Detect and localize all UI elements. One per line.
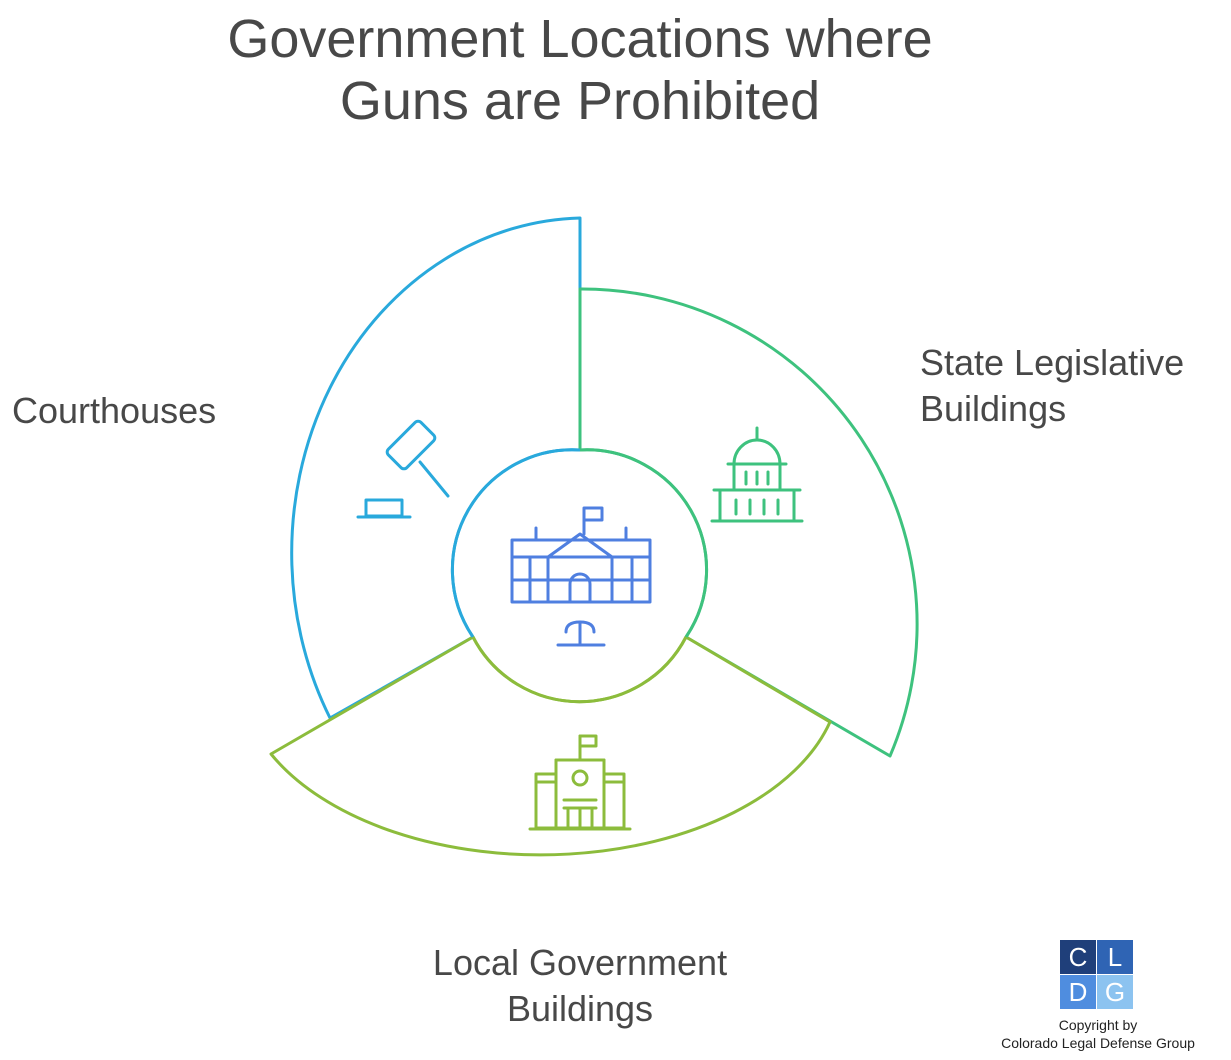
local-government-segment [269,635,832,857]
logo-letter-g: G [1097,975,1133,1009]
title-line-2: Guns are Prohibited [339,71,821,131]
page-title: Government Locations where Guns are Proh… [0,8,1160,132]
state-legislative-line-1: State Legislative [920,342,1185,383]
state-legislative-line-2: Buildings [920,388,1067,429]
logo-letter-l: L [1097,940,1133,974]
copyright-line-2: Colorado Legal Defense Group [1001,1035,1195,1051]
copyright-notice: Copyright by Colorado Legal Defense Grou… [960,1016,1231,1052]
copyright-line-1: Copyright by [1058,1017,1138,1033]
title-line-1: Government Locations where [227,9,933,69]
center-circle-right [579,448,709,638]
local-government-label: Local Government Buildings [380,940,780,1032]
local-government-line-2: Buildings [506,988,654,1029]
local-government-line-1: Local Government [432,942,728,983]
state-legislative-label: State Legislative Buildings [920,340,1184,432]
logo-letter-d: D [1060,975,1096,1009]
center-circle-bottom [471,636,688,704]
town-hall-icon [528,734,632,831]
logo-letter-c: C [1060,940,1096,974]
government-building-icon [510,506,652,647]
cldg-logo: C L D G [1060,940,1134,1010]
courthouses-label: Courthouses [12,388,216,434]
capitol-dome-icon [710,426,804,523]
center-circle-left [450,448,581,638]
courthouses-segment [290,216,582,720]
gavel-icon [356,419,450,519]
courthouses-label-text: Courthouses [12,390,217,431]
